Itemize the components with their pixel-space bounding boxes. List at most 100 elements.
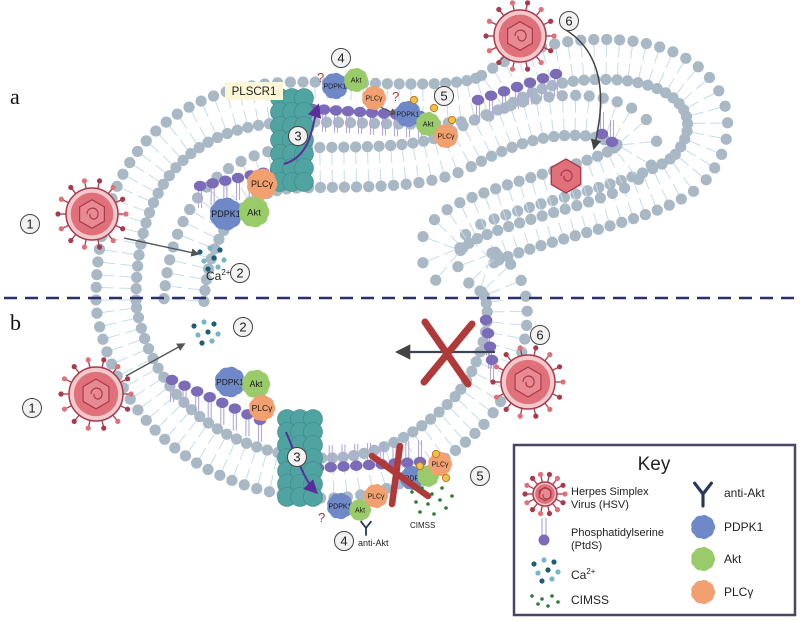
calcium-label-a: Ca2+ bbox=[206, 268, 231, 283]
svg-text:2: 2 bbox=[236, 266, 243, 281]
svg-text:3: 3 bbox=[294, 129, 301, 144]
plcg-protein-label: PLCγ bbox=[437, 133, 455, 140]
akt-protein: Akt bbox=[344, 67, 369, 93]
step-marker-2-a: 2 bbox=[230, 263, 250, 283]
step-markers: 1 2 3 4 5 6 2 1 3 4 5 6 bbox=[20, 11, 579, 551]
akt-protein: Akt bbox=[416, 111, 441, 137]
pdpk1-protein-label: PDPK1 bbox=[329, 503, 352, 510]
key-ptds-icon bbox=[538, 518, 550, 546]
akt-protein: Akt bbox=[239, 196, 270, 228]
svg-text:6: 6 bbox=[536, 328, 543, 343]
akt-protein: Akt bbox=[242, 369, 271, 399]
anti-akt-label: anti-Akt bbox=[358, 538, 389, 548]
key-calcium-icon bbox=[531, 557, 561, 584]
pdpk1-protein-label: PDPK1 bbox=[216, 377, 244, 387]
step-marker-5-a: 5 bbox=[434, 86, 454, 106]
hsv-virus-panel-a-entry bbox=[483, 0, 557, 72]
key-cimss-icon bbox=[530, 594, 560, 608]
plcg-protein: PLCγ bbox=[364, 483, 389, 509]
key-akt-label: Akt bbox=[724, 552, 742, 566]
key-anti-akt-label: anti-Akt bbox=[724, 486, 765, 500]
svg-text:1: 1 bbox=[28, 401, 35, 416]
panel-label-b: b bbox=[10, 310, 21, 335]
virus-entry-arrow-a bbox=[565, 29, 602, 151]
key-hsv-label: Herpes Simplex bbox=[571, 486, 649, 498]
svg-text:4: 4 bbox=[337, 51, 344, 66]
key-ptds-label: Phosphatidylserine bbox=[571, 527, 664, 539]
plcg-protein: PLCγ bbox=[362, 85, 387, 111]
step-marker-1-a: 1 bbox=[20, 214, 40, 234]
key-akt-icon bbox=[691, 546, 716, 572]
hsv-capsid-internalized bbox=[550, 158, 582, 194]
plcg-protein-label: PLCγ bbox=[367, 493, 385, 500]
cimss-label: CIMSS bbox=[410, 521, 435, 530]
key-hsv-icon bbox=[522, 471, 568, 517]
pdpk1-protein: PDPK1 bbox=[327, 492, 354, 520]
svg-text:1: 1 bbox=[26, 217, 33, 232]
plcg-protein-label: PLCγ bbox=[431, 461, 449, 468]
plcg-protein: PLCγ bbox=[249, 394, 276, 422]
key-plcg-icon bbox=[691, 579, 716, 605]
step-marker-3-a: 3 bbox=[288, 126, 308, 146]
plscr1-label: PLSCR1 bbox=[232, 86, 277, 98]
step-marker-6-b: 6 bbox=[530, 325, 550, 345]
step-marker-5-b: 5 bbox=[470, 466, 490, 486]
pdpk1-protein: PDPK1 bbox=[209, 197, 243, 231]
pdpk1-protein: PDPK1 bbox=[322, 72, 349, 100]
plcg-protein-label: PLCγ bbox=[252, 403, 274, 413]
calcium-ions-a bbox=[197, 245, 227, 272]
step-marker-4-b: 4 bbox=[334, 531, 354, 551]
plcg-protein-label: PLCγ bbox=[365, 95, 383, 102]
hsv-virus-panel-a bbox=[55, 178, 129, 250]
akt-protein: Akt bbox=[349, 499, 371, 521]
virus-to-calcium-arrow-a bbox=[123, 237, 200, 257]
plcg-protein: PLCγ bbox=[428, 451, 453, 477]
step-marker-4-a: 4 bbox=[331, 48, 351, 68]
plcg-protein: PLCγ bbox=[434, 123, 459, 149]
key-ptds-label-2: (PtdS) bbox=[571, 540, 602, 552]
akt-protein-label: Akt bbox=[351, 76, 363, 85]
cimss-particles bbox=[410, 486, 454, 516]
key-calcium-label: Ca2+ bbox=[571, 567, 596, 582]
pdpk1-protein-label: PDPK1 bbox=[211, 209, 241, 219]
svg-text:5: 5 bbox=[440, 89, 447, 104]
step-marker-2-b: 2 bbox=[233, 317, 253, 337]
hsv-virus-panel-b bbox=[58, 357, 134, 431]
key-anti-akt-icon bbox=[693, 481, 713, 508]
akt-protein-label: Akt bbox=[355, 507, 365, 514]
question-mark-3: ? bbox=[318, 510, 325, 525]
step-marker-1-b: 1 bbox=[22, 398, 42, 418]
plcg-protein-label: PLCγ bbox=[251, 179, 274, 189]
svg-text:3: 3 bbox=[293, 450, 300, 465]
pdpk1-protein-label: PDPK1 bbox=[397, 111, 420, 118]
question-mark-2: ? bbox=[392, 89, 399, 104]
entry-blocked-x bbox=[420, 318, 476, 388]
step-marker-3-b: 3 bbox=[287, 447, 307, 467]
ps-flip-arrow-top bbox=[283, 103, 322, 165]
hsv-virus-panel-b-entry bbox=[490, 345, 566, 419]
cell-membrane bbox=[90, 33, 734, 504]
key-pdpk1-icon bbox=[691, 514, 716, 540]
pdpk1-protein: PDPK1 bbox=[215, 366, 246, 398]
pdpk1-protein-partial-label: PDP bbox=[405, 475, 420, 482]
plscr1-label-box bbox=[225, 82, 283, 100]
anti-akt-antibody bbox=[360, 520, 372, 536]
key-panel: Key Herpes Simplex Virus (HSV) Phosphati… bbox=[512, 443, 797, 617]
svg-text:6: 6 bbox=[565, 14, 572, 29]
svg-text:2: 2 bbox=[239, 320, 246, 335]
akt-protein-label: Akt bbox=[423, 120, 435, 129]
key-plcg-label: PLCγ bbox=[724, 585, 753, 599]
panel-label-a: a bbox=[10, 84, 20, 109]
plcg-protein: PLCγ bbox=[247, 168, 278, 200]
calcium-ions-b bbox=[191, 319, 221, 346]
virus-to-calcium-arrow-b bbox=[125, 343, 186, 377]
complex-blocked-x bbox=[368, 442, 432, 508]
akt-protein-label: Akt bbox=[249, 379, 263, 389]
key-title: Key bbox=[638, 454, 671, 475]
